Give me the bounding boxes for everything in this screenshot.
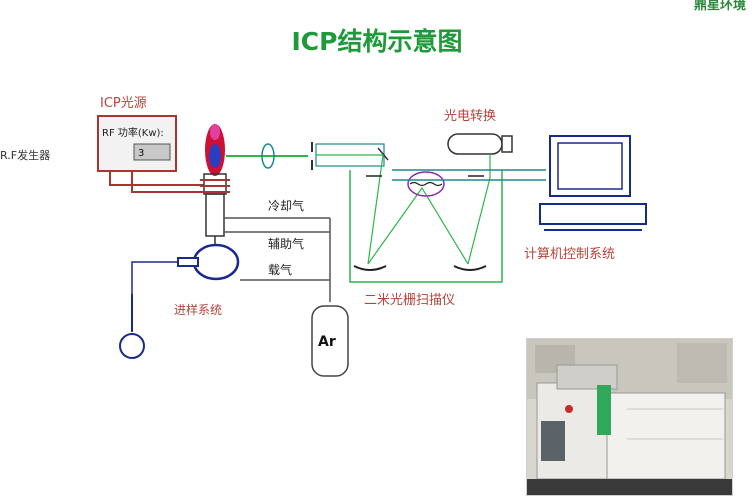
rf-power-value: 3 xyxy=(138,148,144,159)
focusing-lens xyxy=(261,143,275,169)
plasma-flame-core xyxy=(209,144,221,168)
lab-bench xyxy=(527,479,732,495)
brand-logo: 鼎星环境 xyxy=(693,0,746,13)
sample-flask xyxy=(119,333,145,359)
plasma-flame-tip xyxy=(210,124,220,140)
sample-tube xyxy=(131,261,178,294)
argon-label: Ar xyxy=(318,334,336,350)
icp-diagram: ICP光源 RF 功率(Kw): 3 冷却气 辅助气 载气 进样系统 Ar xyxy=(92,92,520,388)
torch-body xyxy=(205,193,225,237)
collimating-mirror xyxy=(353,265,387,271)
rf-power-display xyxy=(133,143,171,161)
grating-surface xyxy=(409,181,443,187)
rf-power-label: RF 功率(Kw): xyxy=(102,126,164,139)
front-panel xyxy=(541,421,565,461)
photomultiplier-tube xyxy=(447,133,503,155)
rf-cable-upper xyxy=(109,171,204,186)
computer-illustration: 计算机控制系统 xyxy=(520,135,647,262)
instrument-body-right xyxy=(606,392,726,480)
exit-beam xyxy=(467,177,491,265)
green-accent-stripe xyxy=(597,385,611,435)
focusing-mirror xyxy=(453,265,487,271)
cooling-gas-label: 冷却气 xyxy=(268,198,304,213)
page-title: ICP结构示意图 xyxy=(291,27,463,56)
echelle-scanner-label: 二米光栅扫描仪 xyxy=(364,293,455,308)
monitor-screen xyxy=(557,142,623,190)
diffraction-grating xyxy=(407,171,445,197)
detector-connector xyxy=(501,135,513,153)
status-light xyxy=(565,405,573,413)
computer-tower xyxy=(539,203,647,225)
photoelectric-conversion-label: 光电转换 xyxy=(444,109,496,124)
entrance-mirror xyxy=(377,147,389,161)
auxiliary-gas-label: 辅助气 xyxy=(268,236,304,251)
internal-beam xyxy=(316,154,384,265)
spray-chamber xyxy=(192,243,240,281)
instrument-photo xyxy=(526,338,733,496)
spectrometer-frame xyxy=(349,170,503,283)
icp-source-label: ICP光源 xyxy=(100,96,147,111)
carrier-gas-label: 载气 xyxy=(268,262,292,277)
argon-cylinder xyxy=(311,305,349,377)
nebulizer xyxy=(177,257,199,267)
rf-generator-side-label: R.F发生器 xyxy=(0,149,51,162)
computer-control-label: 计算机控制系统 xyxy=(524,247,615,262)
dispersed-beam xyxy=(367,186,469,265)
sampling-system-label: 进样系统 xyxy=(174,302,222,317)
rf-cable-lower xyxy=(131,171,204,193)
